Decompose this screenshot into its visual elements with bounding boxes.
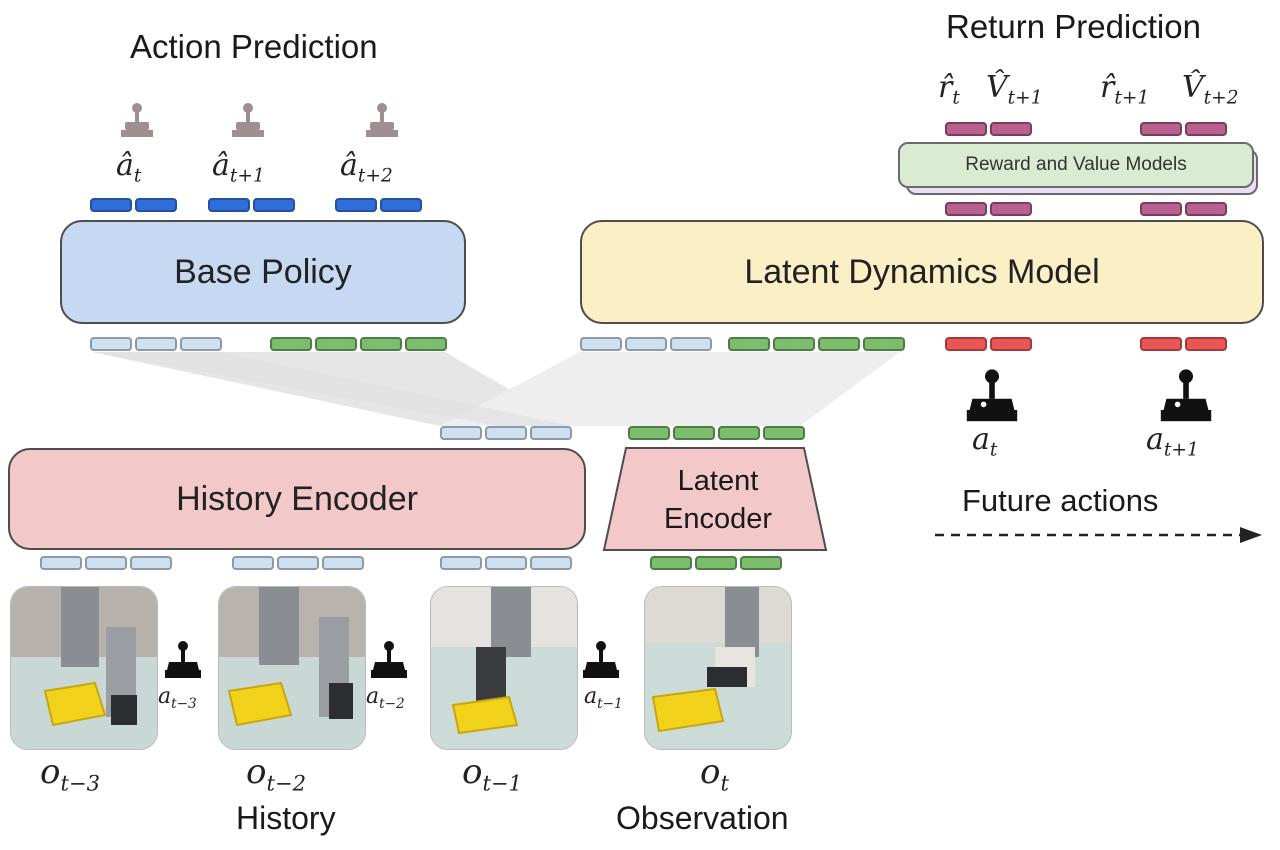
predicted-action-t1: ât+1 [212,148,265,187]
history-token [180,337,222,351]
history-token [530,556,572,570]
joystick-icon [366,103,398,137]
latent-token [990,202,1032,216]
history-token [135,337,177,351]
reward-label-t: r̂t [938,70,960,109]
observation-label: ot−3 [40,752,101,796]
history-token [232,556,274,570]
history-token [625,337,667,351]
action-token [135,198,177,212]
action-token [253,198,295,212]
observation-token [740,556,782,570]
history-token [485,556,527,570]
history-token [670,337,712,351]
predicted-action-t: ât [116,148,142,187]
observation-image [644,586,792,750]
observation-token [718,426,760,440]
joystick-icon [165,641,201,678]
history-action-label: at−1 [584,684,623,712]
observation-image [218,586,366,750]
latent-encoder-label: Latent Encoder [663,465,772,535]
latent-encoder-shape [602,447,828,551]
observation-token [673,426,715,440]
value-label-t1: V̂t+1 [986,70,1043,109]
history-token [485,426,527,440]
future-actions-label: Future actions [962,483,1159,518]
return-token [990,122,1032,136]
return-token [945,122,987,136]
observation-caption: Observation [616,800,789,836]
latent-token [1140,202,1182,216]
future-action-label-t1: at+1 [1146,422,1199,461]
observation-label: ot [700,752,729,796]
history-action-label: at−3 [158,684,197,712]
observation-image [430,586,578,750]
action-token [335,198,377,212]
predicted-action-t2: ât+2 [340,148,393,187]
action-token [90,198,132,212]
history-token [277,556,319,570]
history-token [322,556,364,570]
observation-token [763,426,805,440]
history-token [40,556,82,570]
base-policy-box: Base Policy [60,220,466,324]
joystick-icon [583,641,619,678]
latent-token [1185,202,1227,216]
joystick-icon [966,369,1018,422]
observation-image [10,586,158,750]
observation-token [270,337,312,351]
reward-label-t1: r̂t+1 [1100,70,1150,109]
history-encoder-box: History Encoder [8,448,586,550]
reward-value-box: Reward and Value Models [898,142,1254,188]
history-token [580,337,622,351]
observation-token [773,337,815,351]
future-action-token [945,337,987,351]
latent-token [945,202,987,216]
observation-token [360,337,402,351]
joystick-icon [232,103,264,137]
value-label-t2: V̂t+2 [1182,70,1239,109]
history-token [440,426,482,440]
observation-token [650,556,692,570]
return-token [1140,122,1182,136]
history-token [440,556,482,570]
future-action-label-t: at [972,422,998,461]
future-action-token [1140,337,1182,351]
observation-token [728,337,770,351]
latent-dynamics-box: Latent Dynamics Model [580,220,1264,324]
history-token [130,556,172,570]
observation-label: ot−1 [462,752,523,796]
action-token [208,198,250,212]
observation-token [818,337,860,351]
future-action-token [1185,337,1227,351]
observation-token [695,556,737,570]
joystick-icon [371,641,407,678]
future-action-token [990,337,1032,351]
joystick-icon [1160,369,1212,422]
history-label: History [236,800,336,836]
history-token [85,556,127,570]
observation-token [863,337,905,351]
return-token [1185,122,1227,136]
joystick-icon [121,103,153,137]
action-prediction-title: Action Prediction [130,28,378,65]
observation-token [315,337,357,351]
observation-label: ot−2 [246,752,307,796]
return-prediction-title: Return Prediction [946,8,1201,45]
history-action-label: at−2 [366,684,405,712]
history-token [90,337,132,351]
observation-token [405,337,447,351]
action-token [380,198,422,212]
observation-token [628,426,670,440]
history-token [530,426,572,440]
